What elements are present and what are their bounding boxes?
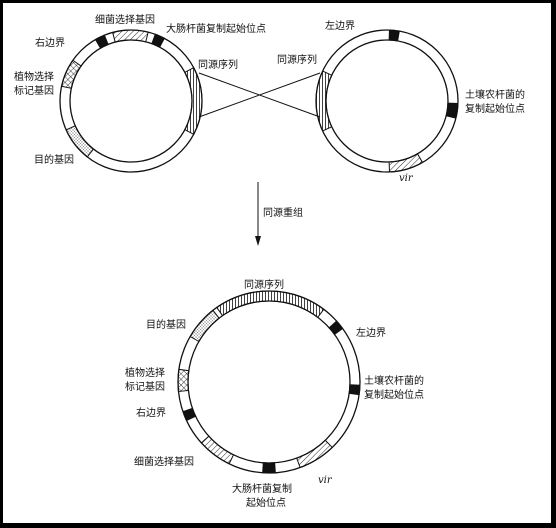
recombination-caption: 同源重组 bbox=[263, 206, 303, 219]
plant-marker-segment bbox=[177, 368, 190, 393]
label-vir-region: vir bbox=[318, 475, 333, 486]
label-plant-marker-line1: 植物选择 bbox=[125, 366, 165, 379]
label-plant-marker-line1: 植物选择 bbox=[14, 70, 54, 83]
left-border-segment bbox=[388, 29, 400, 42]
label-agrobacterium-origin-line1: 土壤农杆菌的 bbox=[465, 88, 525, 101]
crossover-line bbox=[198, 72, 321, 118]
agrobacterium-origin-segment bbox=[445, 102, 459, 119]
homologous-sequence-segment bbox=[315, 70, 333, 132]
plant-marker-segment bbox=[60, 59, 82, 89]
diagram-frame bbox=[3, 3, 551, 523]
plasmid-outer-ring bbox=[315, 29, 459, 173]
target-gene-segment bbox=[65, 125, 95, 158]
vir-region-segment bbox=[296, 439, 333, 469]
label-bacterial-marker-gene: 细菌选择基因 bbox=[134, 455, 194, 468]
recombination-arrow bbox=[255, 182, 261, 246]
label-target-gene: 目的基因 bbox=[146, 318, 186, 331]
label-homologous-sequence: 同源序列 bbox=[244, 278, 284, 291]
label-agrobacterium-origin-line2: 复制起始位点 bbox=[465, 102, 525, 115]
label-plant-marker-line2: 标记基因 bbox=[14, 84, 54, 97]
homologous-sequence-segment bbox=[216, 290, 325, 319]
label-left-border: 左边界 bbox=[325, 19, 355, 32]
agrobacterium-origin-segment bbox=[348, 384, 361, 396]
plasmid-inner-ring bbox=[187, 300, 351, 464]
bacterial-marker-segment bbox=[200, 435, 235, 465]
label-right-border: 右边界 bbox=[35, 36, 65, 49]
label-agrobacterium-origin-line2: 复制起始位点 bbox=[364, 388, 424, 401]
label-target-gene: 目的基因 bbox=[34, 153, 74, 166]
ti-plasmid bbox=[315, 29, 459, 173]
plasmid-inner-ring bbox=[325, 39, 449, 163]
label-plant-marker-line2: 标记基因 bbox=[125, 380, 165, 393]
label-ecoli-origin-line1: 大肠杆菌复制 bbox=[232, 482, 292, 495]
label-left-border: 左边界 bbox=[356, 326, 386, 339]
vir-region-segment bbox=[388, 153, 424, 173]
plasmid-inner-ring bbox=[69, 39, 193, 163]
ecoli-origin-segment bbox=[151, 33, 166, 48]
label-homologous-sequence: 同源序列 bbox=[277, 53, 317, 66]
bacterial-marker-segment bbox=[112, 29, 149, 43]
label-ecoli-origin-line2: 起始位点 bbox=[246, 496, 286, 509]
target-gene-segment bbox=[189, 309, 220, 343]
label-bacterial-marker-gene: 细菌选择基因 bbox=[95, 13, 155, 26]
label-right-border: 右边界 bbox=[136, 406, 166, 419]
label-agrobacterium-origin-line1: 土壤农杆菌的 bbox=[364, 374, 424, 387]
right-border-segment bbox=[94, 34, 109, 49]
left-border-segment bbox=[328, 320, 344, 336]
label-ecoli-origin: 大肠杆菌复制起始位点 bbox=[166, 22, 266, 35]
ecoli-origin-segment bbox=[262, 462, 276, 474]
label-homologous-sequence: 同源序列 bbox=[198, 58, 238, 71]
label-vir-region: vir bbox=[399, 173, 414, 184]
homologous-sequence-segment bbox=[184, 66, 203, 136]
right-border-segment bbox=[182, 407, 197, 422]
